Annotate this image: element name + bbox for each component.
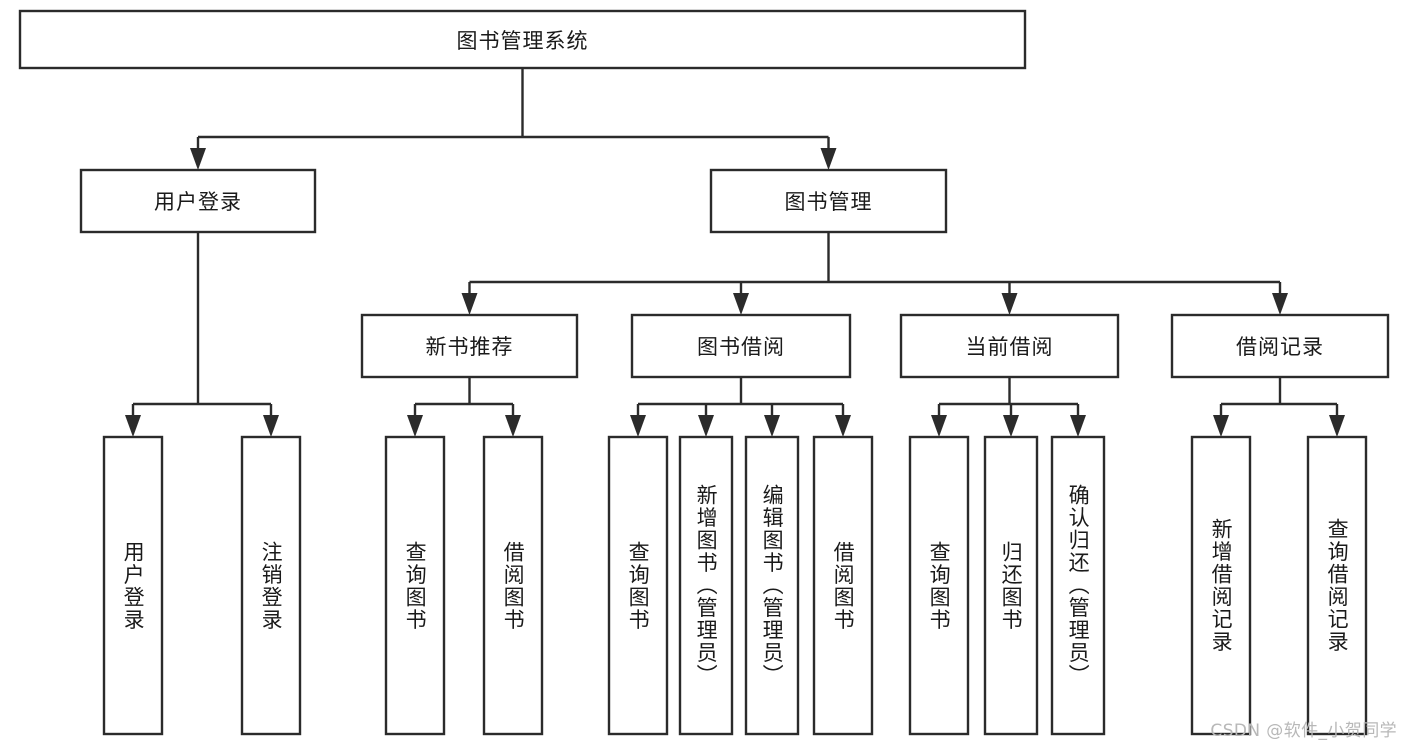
arrow-icon-l2-new-book bbox=[461, 293, 478, 315]
nodes-layer bbox=[18, 9, 1390, 736]
arrow-icon-l3-query-book-1 bbox=[407, 415, 423, 437]
arrow-icon-l3-borrow-book-1 bbox=[505, 415, 521, 437]
arrow-icon-l3-query-book-3 bbox=[931, 415, 947, 437]
node-box-l3-return-book[interactable] bbox=[983, 435, 1039, 736]
node-box-l3-borrow-book-2[interactable] bbox=[812, 435, 874, 736]
arrow-icon-l3-user-login bbox=[125, 415, 141, 437]
node-box-l3-query-record[interactable] bbox=[1306, 435, 1368, 736]
arrow-icon-l3-add-record bbox=[1213, 415, 1229, 437]
node-box-l2-records[interactable] bbox=[1170, 313, 1390, 379]
arrow-icon-l1-book-mgmt bbox=[820, 148, 837, 170]
node-box-l1-book-mgmt[interactable] bbox=[709, 168, 948, 234]
arrow-icon-l3-add-book bbox=[698, 415, 714, 437]
arrow-icon-l3-confirm-return bbox=[1070, 415, 1086, 437]
node-box-l3-confirm-return[interactable] bbox=[1050, 435, 1106, 736]
node-box-l3-borrow-book-1[interactable] bbox=[482, 435, 544, 736]
node-box-l3-add-record[interactable] bbox=[1190, 435, 1252, 736]
node-box-l3-user-login[interactable] bbox=[102, 435, 164, 736]
arrow-icon-l2-borrow bbox=[733, 293, 749, 315]
arrow-icon-l2-current bbox=[1001, 293, 1018, 315]
arrow-icon-l3-edit-book bbox=[764, 415, 780, 437]
node-box-l2-current[interactable] bbox=[899, 313, 1120, 379]
node-box-l2-borrow[interactable] bbox=[630, 313, 852, 379]
arrow-icon-l3-return-book bbox=[1003, 415, 1019, 437]
arrow-icon-l3-borrow-book-2 bbox=[835, 415, 851, 437]
node-box-l3-add-book[interactable] bbox=[678, 435, 734, 736]
edges-layer bbox=[125, 68, 1345, 437]
node-box-l3-query-book-1[interactable] bbox=[384, 435, 446, 736]
node-box-l3-query-book-3[interactable] bbox=[908, 435, 970, 736]
arrow-icon-l3-user-logout bbox=[263, 415, 279, 437]
node-box-l2-new-book[interactable] bbox=[360, 313, 579, 379]
node-box-l3-edit-book[interactable] bbox=[744, 435, 800, 736]
arrow-icon-l2-records bbox=[1272, 293, 1288, 315]
node-box-root[interactable] bbox=[18, 9, 1027, 70]
node-box-l1-login[interactable] bbox=[79, 168, 317, 234]
node-box-l3-user-logout[interactable] bbox=[240, 435, 302, 736]
arrow-icon-l1-login bbox=[190, 148, 206, 170]
arrow-icon-l3-query-book-2 bbox=[630, 415, 646, 437]
node-box-l3-query-book-2[interactable] bbox=[607, 435, 669, 736]
arrow-icon-l3-query-record bbox=[1329, 415, 1345, 437]
